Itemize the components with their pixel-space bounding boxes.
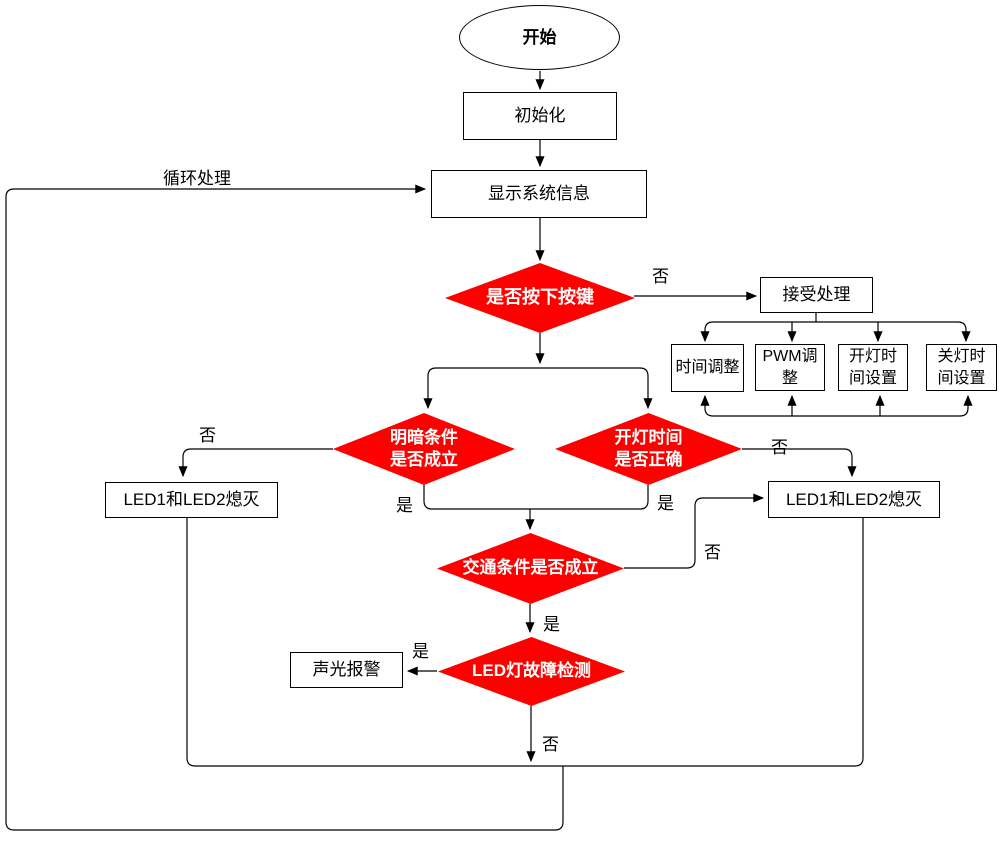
edge-label-no-keypressed: 否 xyxy=(652,267,669,286)
node-sound-light-alarm: 声光报警 xyxy=(290,652,403,688)
node-start: 开始 xyxy=(459,5,620,70)
edge-label-no-traffic: 否 xyxy=(704,543,721,562)
edge-ledleft-down xyxy=(186,518,196,767)
node-light-off-time-setting-label: 关灯时 间设置 xyxy=(937,347,986,387)
edge-label-no-ontimeok: 否 xyxy=(771,438,788,457)
decision-led-fault-detect-label: LED灯故障检测 xyxy=(472,661,591,681)
decision-on-time-correct-label: 开灯时间 是否正确 xyxy=(614,427,683,469)
node-pwm-adjust: PWM调 整 xyxy=(755,344,825,391)
node-init: 初始化 xyxy=(463,92,617,140)
edge-yes-merge xyxy=(423,485,649,510)
edge-loop-back xyxy=(5,184,564,831)
decision-light-condition-label: 明暗条件 是否成立 xyxy=(390,427,458,469)
edge-label-yes-fault: 是 xyxy=(412,642,429,661)
edge-return-line xyxy=(700,394,973,417)
node-led-off-right: LED1和LED2熄灭 xyxy=(768,481,940,518)
edge-traffic-no xyxy=(624,493,765,569)
node-light-on-time-setting: 开灯时 间设置 xyxy=(838,344,908,391)
edge-ledright-down xyxy=(854,518,864,767)
node-sound-light-alarm-label: 声光报警 xyxy=(312,660,381,680)
node-accept-process-label: 接受处理 xyxy=(782,285,851,305)
edge-label-yes-lightcond: 是 xyxy=(396,496,413,515)
node-time-adjust-label: 时间调整 xyxy=(675,359,740,377)
node-led-off-left-label: LED1和LED2熄灭 xyxy=(123,490,260,510)
node-display-system-info: 显示系统信息 xyxy=(431,170,647,218)
node-led-off-left: LED1和LED2熄灭 xyxy=(105,482,278,518)
edge-label-loop: 循环处理 xyxy=(163,169,231,188)
node-start-label: 开始 xyxy=(522,27,557,47)
node-accept-process: 接受处理 xyxy=(760,277,873,313)
node-pwm-adjust-label: PWM调 整 xyxy=(762,347,818,387)
edge-lightcond-no xyxy=(178,448,333,478)
node-time-adjust: 时间调整 xyxy=(671,344,744,392)
edge-label-yes-traffic: 是 xyxy=(543,615,560,634)
node-light-on-time-setting-label: 开灯时 间设置 xyxy=(848,347,897,387)
edge-ontimeok-no xyxy=(742,448,857,478)
decision-key-pressed-label: 是否按下按键 xyxy=(486,287,594,308)
node-init-label: 初始化 xyxy=(514,106,566,126)
edge-split-left xyxy=(423,367,540,410)
edge-label-yes-ontimeok: 是 xyxy=(657,494,674,513)
edge-accept-split xyxy=(700,321,971,343)
edge-label-no-fault: 否 xyxy=(542,735,559,754)
node-display-system-info-label: 显示系统信息 xyxy=(488,184,590,204)
edge-label-no-lightcond: 否 xyxy=(199,426,216,445)
node-led-off-right-label: LED1和LED2熄灭 xyxy=(785,489,923,509)
node-light-off-time-setting: 关灯时 间设置 xyxy=(926,344,997,391)
decision-traffic-condition-label: 交通条件是否成立 xyxy=(462,558,599,578)
edge-split-right xyxy=(540,367,653,410)
